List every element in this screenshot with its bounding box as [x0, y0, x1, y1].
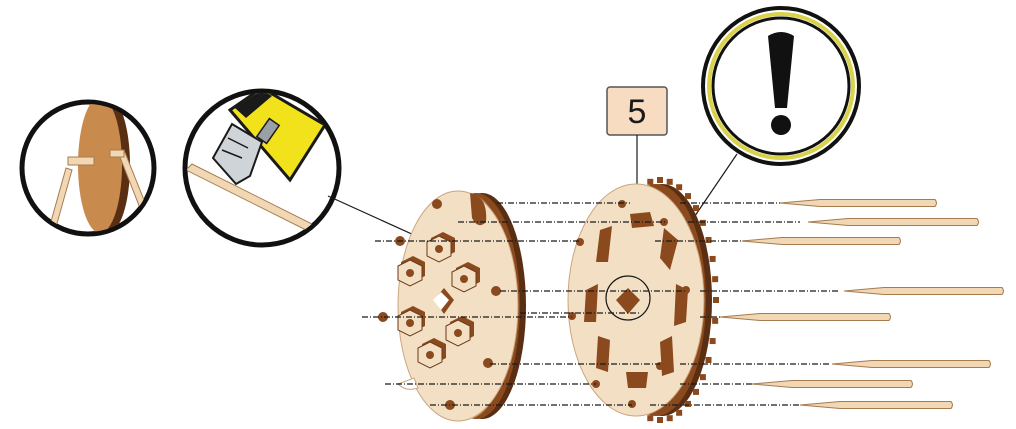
assembly-leaders	[362, 202, 840, 406]
warning-circle	[701, 6, 861, 166]
gear-tooth	[713, 297, 719, 303]
step-badge: 5	[606, 86, 668, 136]
gear-tooth	[676, 184, 683, 191]
gear-tooth	[685, 193, 691, 200]
gear-tooth	[657, 177, 663, 183]
skewer-stick	[719, 313, 891, 321]
gear-tooth	[709, 255, 716, 262]
exclamation-icon	[768, 32, 794, 135]
gear-tooth	[712, 317, 719, 324]
gear-tooth	[699, 374, 706, 381]
gear-tooth	[676, 409, 683, 416]
hex-peg	[417, 338, 446, 369]
detail-glue-circle	[19, 99, 157, 237]
hex-peg	[445, 316, 474, 347]
detail-cutter-circle	[182, 88, 342, 248]
gear-tooth	[647, 178, 654, 185]
step-number: 5	[628, 93, 647, 131]
skewer-stick	[843, 287, 1004, 295]
hex-peg	[451, 262, 480, 293]
gear-teeth	[647, 177, 719, 423]
skewer-stick	[779, 199, 937, 207]
gear-tooth	[666, 415, 673, 422]
gear-tooth	[712, 276, 719, 283]
gear-tooth	[685, 400, 691, 407]
slotted-gear-disc	[567, 177, 719, 423]
gear-tooth	[699, 219, 706, 226]
gear-tooth	[647, 415, 654, 422]
gear-tooth	[692, 388, 699, 395]
gear-tooth	[705, 237, 712, 243]
hex-peg	[426, 232, 455, 263]
gear-tooth	[705, 357, 712, 363]
gear-tooth	[692, 205, 699, 212]
skewer-stick	[807, 218, 979, 226]
gear-tooth	[709, 338, 716, 345]
center-highlight	[605, 275, 651, 321]
skewer-stick	[799, 401, 953, 409]
hex-peg	[397, 256, 425, 287]
hex-disc	[378, 190, 526, 422]
skewer-sticks	[719, 199, 1004, 409]
gear-tooth	[657, 417, 663, 423]
skewer-stick	[751, 380, 913, 388]
skewer-stick	[831, 360, 991, 368]
skewer-stick	[741, 237, 901, 245]
gear-tooth	[666, 178, 673, 185]
